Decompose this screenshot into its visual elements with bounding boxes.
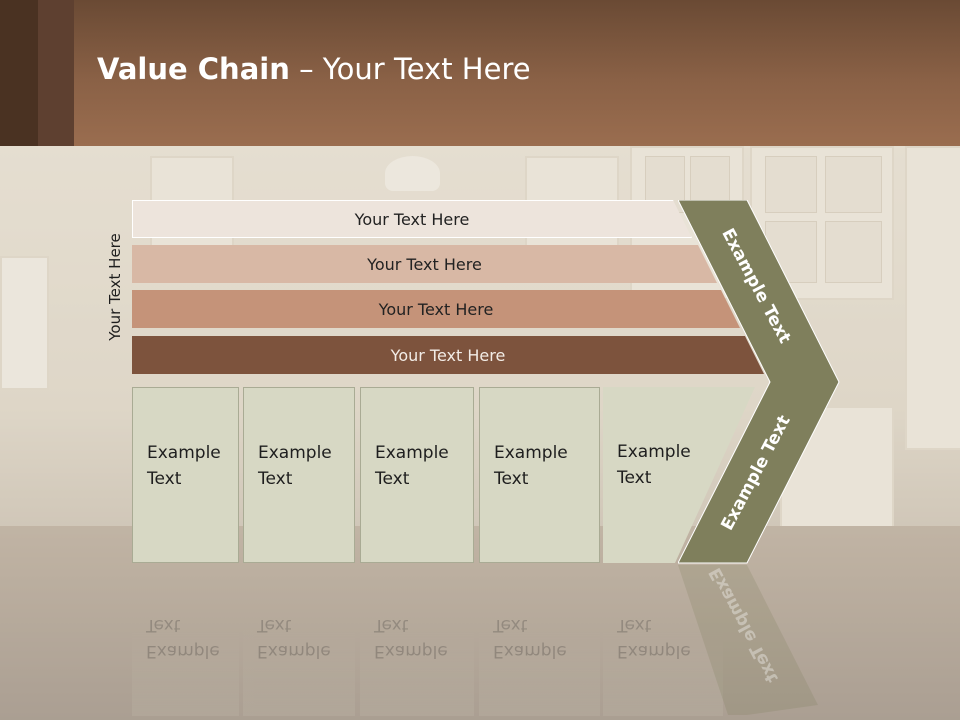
title-bold: Value Chain (97, 52, 290, 86)
box-reflection-3: Example Text (360, 566, 474, 716)
box-line2: Text (147, 469, 182, 489)
box-reflection-1: Example Text (132, 566, 239, 716)
chevron-reflection-shape (678, 565, 818, 715)
box-line2: Text (617, 468, 652, 488)
box-reflection-4: Example Text (479, 566, 600, 716)
glass-pane (765, 156, 817, 213)
window-left (0, 256, 49, 390)
box-line2: Text (258, 469, 293, 489)
box-line2: Text (375, 469, 410, 489)
pendant-lamp (385, 156, 440, 191)
column-right (905, 146, 960, 450)
bar-label: Your Text Here (354, 209, 470, 229)
header-band: Value Chain – Your Text Here (0, 0, 960, 146)
glass-pane (825, 156, 882, 213)
bar-label: Your Text Here (390, 345, 506, 365)
refl-line1: Example (257, 641, 331, 661)
chevron-shape (678, 200, 840, 564)
refl-line2: Text (617, 615, 652, 635)
box-line1: Example (258, 443, 332, 463)
glass-pane (825, 221, 882, 283)
chevron-reflection (678, 565, 818, 715)
box-line1: Example (617, 442, 691, 462)
slide-title: Value Chain – Your Text Here (97, 52, 531, 86)
header-accent-mid (38, 0, 74, 146)
box-reflection-2: Example Text (243, 566, 355, 716)
refl-line2: Text (374, 615, 409, 635)
refl-line1: Example (146, 641, 220, 661)
bar-label: Your Text Here (367, 254, 482, 274)
refl-line1: Example (374, 641, 448, 661)
box-line1: Example (147, 443, 221, 463)
refl-line1: Example (493, 641, 567, 661)
bar-label: Your Text Here (378, 299, 494, 319)
value-bar-3: Your Text Here (132, 290, 740, 328)
box-line1: Example (375, 443, 449, 463)
refl-line2: Text (493, 615, 528, 635)
refl-line2: Text (146, 615, 181, 635)
side-label: Your Text Here (106, 233, 124, 341)
value-bar-4: Your Text Here (132, 336, 764, 374)
margin-chevron (678, 200, 840, 564)
header-accent-dark (0, 0, 38, 146)
refl-line2: Text (257, 615, 292, 635)
value-bar-2: Your Text Here (132, 245, 717, 283)
title-rest: – Your Text Here (289, 52, 531, 86)
box-line1: Example (494, 443, 568, 463)
box-line2: Text (494, 469, 529, 489)
value-bar-1: Your Text Here (132, 200, 692, 238)
